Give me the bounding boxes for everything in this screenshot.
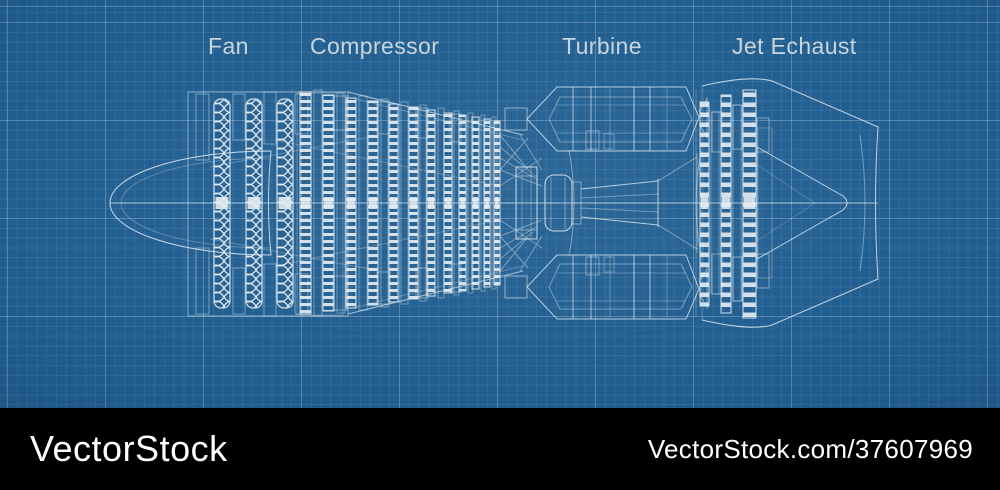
upper-half-detail [332,86,770,187]
compressor-rotor-rows [299,91,501,315]
blueprint-background: Fan Compressor Turbine Jet Echaust [0,0,1000,408]
label-turbine: Turbine [562,33,642,59]
exhaust-tail-cone [756,146,848,260]
label-fan: Fan [208,33,249,59]
combustion-chamber [504,86,708,152]
watermark-bar: VectorStock VectorStock.com/37607969 [0,408,1000,490]
label-jet-echaust: Jet Echaust [732,33,857,59]
vectorstock-brand-text: VectorStock [30,428,228,469]
label-compressor: Compressor [310,33,440,59]
fan-blade-rows [213,98,294,309]
turbine-blade-rows [699,89,773,319]
vectorstock-credit-url: VectorStock.com/37607969 [647,433,973,464]
jet-engine-blueprint-drawing [109,78,879,328]
exhaust-nozzle [695,78,879,328]
shaft-assembly [515,149,702,257]
nose-cone [109,150,272,256]
